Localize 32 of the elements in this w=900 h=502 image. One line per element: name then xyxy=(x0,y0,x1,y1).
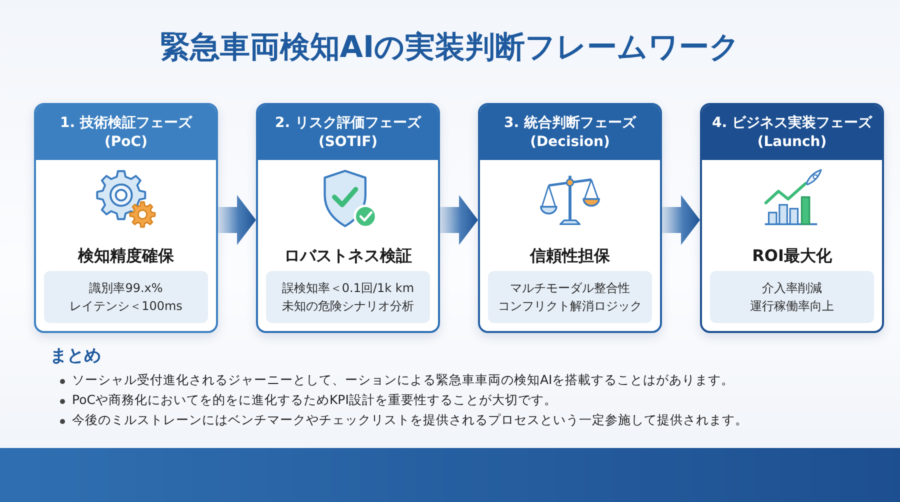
phase-goal: ROI最大化 xyxy=(752,246,832,267)
phase-card xyxy=(256,103,440,333)
metric-text: 誤検知率＜0.1回/1k km xyxy=(282,280,414,297)
diagram-title: 緊急車両検知AIの実装判断フレームワーク xyxy=(160,30,740,66)
metric-text: マルチモーダル整合性 xyxy=(510,280,630,297)
summary-bullet-text: ソーシャル受付進化されるジャーニーとして、ーションによる緊急車車両の検知AIを搭載することはがあります。 xyxy=(72,372,734,388)
metric-text: 識別率99.x% xyxy=(89,280,163,297)
metric-text: レイテンシ＜100ms xyxy=(70,298,182,315)
phase-goal: 検知精度確保 xyxy=(78,246,174,267)
metric-text: 介入率削減 xyxy=(762,280,822,297)
metrics-panel xyxy=(710,271,874,323)
phase-title: 4. ビジネス実装フェーズ (Launch) xyxy=(711,114,874,152)
metrics-panel xyxy=(488,271,652,323)
phase-goal: 信頼性担保 xyxy=(530,246,610,267)
summary-heading: まとめ xyxy=(50,346,101,366)
summary-bullet-text: PoCや商務化においてを的をに進化するためKPI設計を重要性することが大切です。 xyxy=(72,392,557,408)
phase-title: 1. 技術検証フェーズ (PoC) xyxy=(59,114,194,152)
flow-arrow xyxy=(440,195,478,245)
metric-text: コンフリクト解消ロジック xyxy=(498,298,642,315)
phase-title: 2. リスク評価フェーズ (SOTIF) xyxy=(274,114,422,152)
metrics-panel xyxy=(44,271,208,323)
phase-goal: ロバストネス検証 xyxy=(284,246,412,267)
summary-bullet-text: 今後のミルストレーンにはベンチマークやチェックリストを提供されるプロセスという一定参施して提供されます。 xyxy=(72,412,748,428)
phase-title: 3. 統合判断フェーズ (Decision) xyxy=(503,114,638,152)
flow-arrow xyxy=(662,195,700,245)
flow-arrow xyxy=(218,195,256,245)
metric-text: 未知の危険シナリオ分析 xyxy=(282,298,414,315)
metric-text: 運行稼働率向上 xyxy=(750,298,834,315)
metrics-panel xyxy=(266,271,430,323)
phase-card xyxy=(700,103,884,333)
phase-card xyxy=(34,103,218,333)
phase-card xyxy=(478,103,662,333)
